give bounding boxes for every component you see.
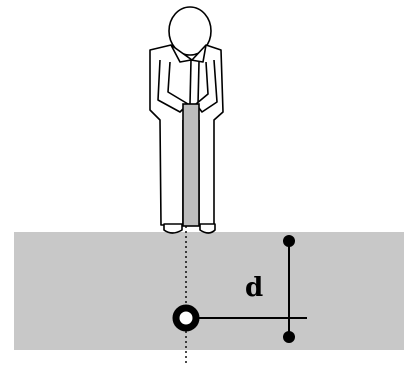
ground-block: [14, 232, 404, 350]
locator-device: [182, 103, 200, 227]
operator-right-foot: [199, 223, 216, 234]
buried-cable-marker: [172, 304, 200, 332]
operator-head: [168, 6, 212, 56]
depth-top-dot: [283, 235, 295, 247]
operator-left-foot: [163, 223, 183, 234]
depth-label: d: [245, 273, 263, 303]
depth-bottom-dot: [283, 331, 295, 343]
